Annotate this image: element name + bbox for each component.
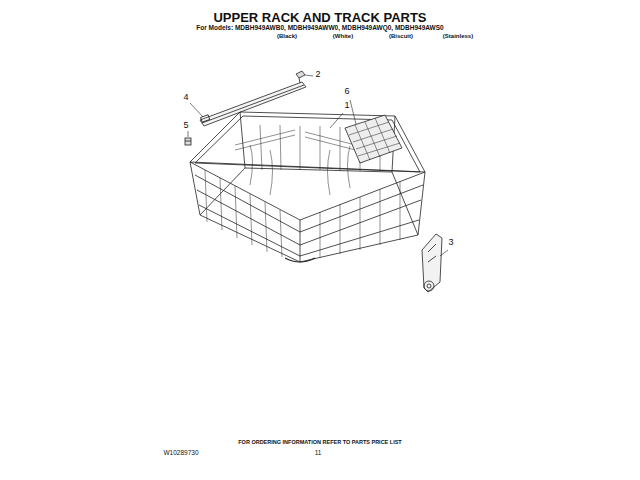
color-name: (Stainless) — [443, 33, 473, 39]
color-name: (White) — [333, 33, 353, 39]
track-end-cap — [422, 234, 442, 292]
callout-number: 5 — [183, 121, 188, 130]
document-number: W10289730 — [163, 450, 198, 457]
callout-number: 4 — [183, 93, 188, 102]
leader-lines — [188, 75, 448, 256]
upper-rack — [190, 112, 425, 262]
footer-note: FOR ORDERING INFORMATION REFER TO PARTS … — [238, 440, 401, 446]
color-name: (Black) — [277, 33, 297, 39]
page-title: UPPER RACK AND TRACK PARTS — [213, 11, 426, 24]
rack-track — [200, 82, 306, 126]
callout-number: 6 — [344, 87, 349, 96]
callout-number: 2 — [315, 70, 320, 79]
model-list: For Models: MDBH949AWB0, MDBH949AWW0, MD… — [196, 25, 443, 32]
callout-number: 1 — [344, 101, 349, 110]
page-number: 11 — [315, 450, 322, 457]
track-stop-clip — [296, 71, 305, 83]
cup-shelf — [345, 115, 402, 163]
color-name: (Biscuit) — [389, 33, 413, 39]
screw — [185, 138, 191, 145]
callout-number: 3 — [448, 238, 453, 247]
